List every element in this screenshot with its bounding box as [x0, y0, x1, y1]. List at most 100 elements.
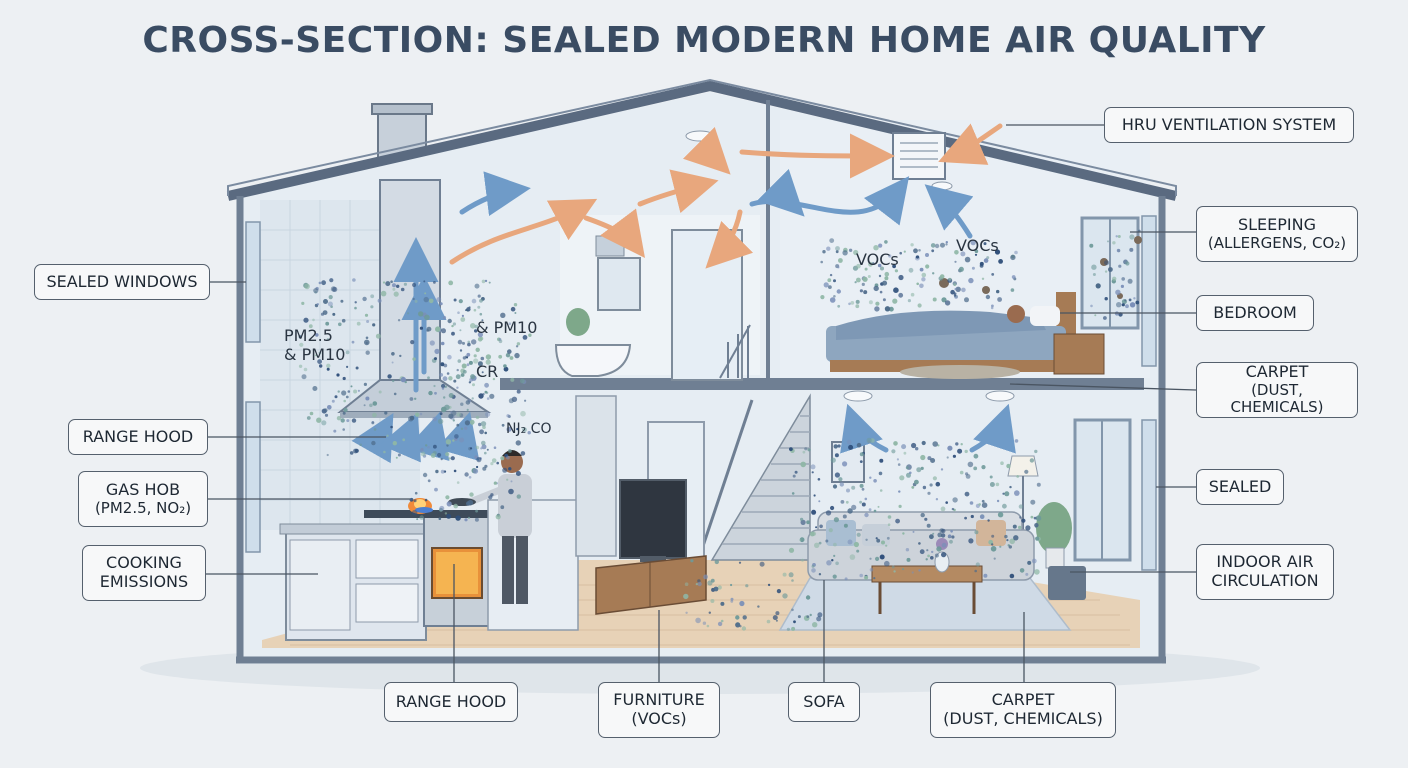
particle — [832, 484, 838, 489]
particle — [864, 267, 868, 271]
particle — [350, 385, 353, 388]
particle — [419, 326, 423, 330]
particle — [372, 323, 376, 327]
particle — [767, 583, 771, 587]
particle — [739, 600, 745, 607]
particle — [859, 460, 863, 463]
particle — [791, 492, 795, 495]
particle — [428, 298, 434, 304]
particle — [357, 389, 360, 392]
particle — [365, 396, 370, 401]
particle — [327, 301, 333, 307]
particle — [448, 280, 454, 286]
particle — [453, 503, 459, 509]
particle — [516, 389, 521, 394]
particle — [891, 449, 896, 454]
particle — [735, 615, 740, 620]
particle — [913, 248, 918, 254]
particle — [448, 413, 454, 419]
particle — [453, 469, 457, 473]
particle — [895, 518, 900, 524]
particle — [508, 449, 512, 453]
particle — [425, 444, 428, 447]
callout-carpet-bottom: CARPET (DUST, CHEMICALS) — [930, 682, 1116, 738]
particle — [472, 383, 475, 387]
particle — [363, 404, 366, 407]
particle — [485, 411, 491, 417]
particle — [853, 541, 860, 548]
particle — [500, 456, 505, 461]
particle — [957, 448, 963, 454]
particle — [321, 280, 326, 286]
particle — [1018, 504, 1024, 509]
particle — [981, 502, 988, 509]
particle — [846, 439, 852, 445]
particle — [989, 475, 993, 479]
particle — [979, 264, 984, 268]
particle — [926, 549, 929, 552]
particle — [475, 509, 478, 513]
particle — [838, 477, 843, 482]
particle — [1000, 461, 1004, 466]
particle — [807, 448, 811, 452]
particle — [892, 298, 898, 304]
particle — [1033, 516, 1037, 520]
particle — [833, 279, 836, 283]
particle — [880, 266, 884, 271]
particle — [896, 458, 900, 461]
particle — [1010, 288, 1015, 292]
particle — [829, 273, 833, 277]
particle — [353, 389, 358, 394]
particle — [1019, 568, 1025, 573]
particle — [801, 558, 804, 562]
particle — [856, 277, 861, 283]
gas-hob-line2: (PM2.5, NO₂) — [94, 498, 192, 517]
particle — [413, 499, 417, 503]
particle — [496, 461, 500, 465]
particle — [508, 467, 512, 471]
particle — [456, 481, 460, 484]
particle — [461, 314, 464, 317]
particle — [501, 423, 505, 427]
particle — [907, 299, 912, 303]
particle — [906, 557, 911, 562]
particle — [921, 277, 926, 282]
particle — [866, 437, 872, 444]
particle — [929, 483, 933, 487]
particle — [441, 406, 447, 413]
particle — [1009, 538, 1015, 545]
particle — [520, 451, 526, 456]
particle — [1121, 277, 1125, 281]
particle — [440, 362, 445, 367]
particle — [436, 297, 442, 302]
particle — [875, 301, 880, 306]
particle — [816, 616, 822, 622]
particle — [917, 303, 922, 308]
particle — [931, 249, 935, 253]
particle — [891, 565, 895, 569]
particle — [877, 505, 880, 508]
particle — [881, 540, 885, 545]
particle — [983, 242, 987, 246]
pm10-label: & PM10 — [476, 318, 538, 337]
particle — [456, 412, 461, 417]
particle — [919, 549, 925, 555]
particle — [524, 399, 527, 402]
particle — [818, 573, 822, 576]
particle — [810, 464, 816, 470]
particle — [471, 339, 477, 345]
particle — [828, 528, 833, 533]
particle — [440, 341, 445, 346]
tv-stand — [595, 555, 707, 615]
particle — [390, 280, 393, 284]
particle — [877, 263, 882, 268]
particle — [854, 281, 857, 284]
particle — [485, 326, 488, 329]
particle — [835, 246, 840, 251]
particle — [424, 314, 430, 321]
particle — [441, 383, 446, 389]
particle — [342, 376, 346, 381]
particle — [995, 482, 1000, 487]
particle — [925, 558, 928, 561]
particle — [991, 273, 995, 276]
